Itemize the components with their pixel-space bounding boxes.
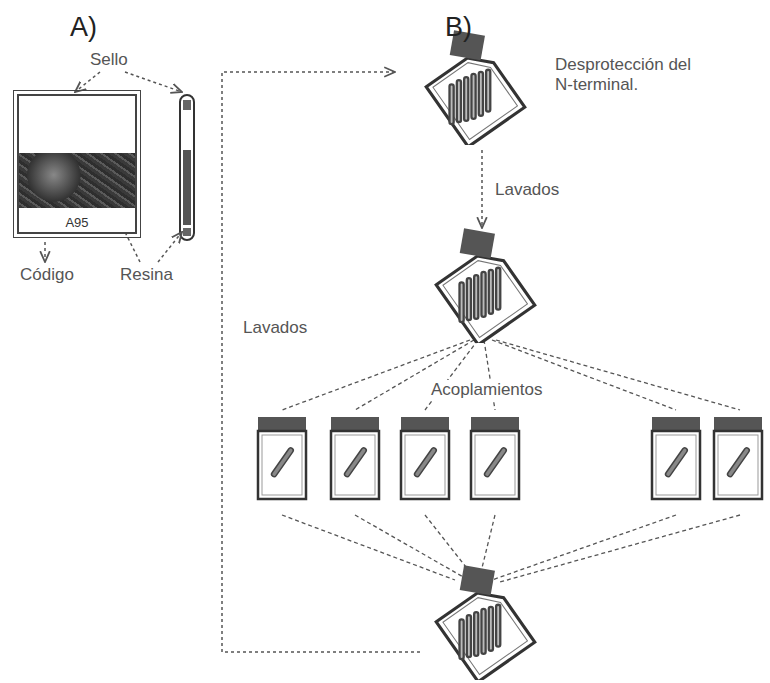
panel-letter: B) [445,12,472,43]
reaction-bottle [419,552,542,681]
resin-column [180,95,194,240]
step-note: Desprotección del N-terminal. [555,55,695,94]
coupling-jar [331,417,379,499]
step-label: Acoplamientos [428,380,546,400]
bag-code: A95 [19,215,135,230]
coupling-jar [652,417,700,499]
part-label: Resina [120,265,173,285]
part-label: Sello [90,50,128,70]
step-label: Lavados [240,318,310,338]
tea-bag: A95 [17,94,137,234]
panel-letter: A) [70,12,97,43]
resin-band [19,153,135,207]
wash-loop [222,72,482,652]
reaction-bottle [419,215,542,344]
step-label: Lavados [492,180,562,200]
coupling-jar [714,417,762,499]
coupling-jar [258,417,306,499]
coupling-jar [471,417,519,499]
coupling-jar [401,417,449,499]
part-label: Código [20,265,74,285]
fan-lines [282,340,740,582]
